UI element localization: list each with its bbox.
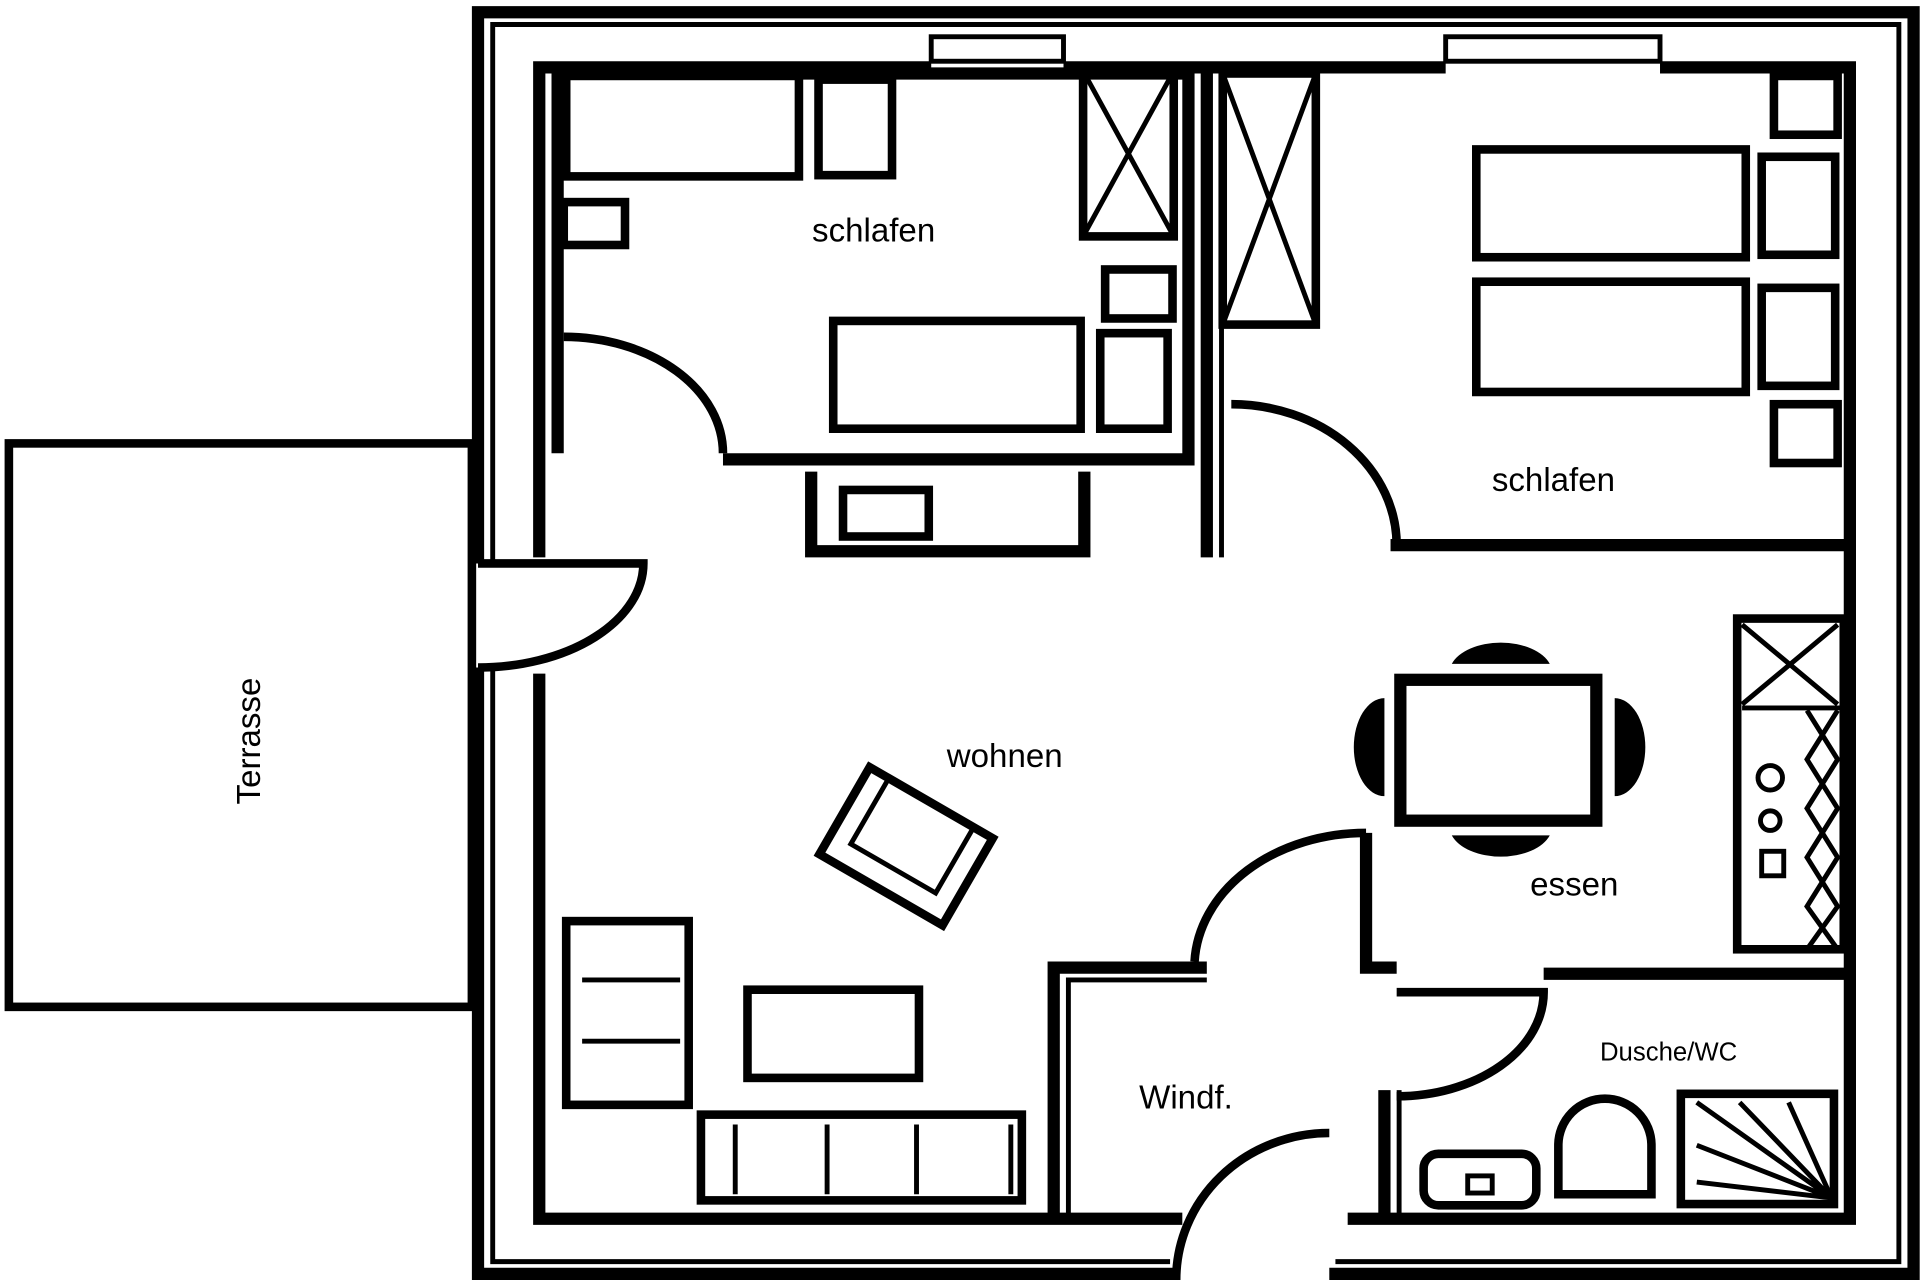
vestibule: Windf. <box>1047 828 1397 1280</box>
coffee-table <box>743 985 924 1083</box>
bed <box>1471 145 1751 262</box>
room-label-bedroom-1: schlafen <box>812 212 935 249</box>
room-label-dining: essen <box>1530 866 1618 903</box>
nightstand <box>1757 152 1840 260</box>
bed <box>828 316 1085 433</box>
bathroom: Dusche/WC <box>1378 967 1850 1219</box>
outer-walls <box>471 6 1920 1280</box>
living-area: wohnen <box>561 738 1063 1205</box>
desk <box>805 471 1091 558</box>
bedroom-2: schlafen <box>1200 69 1850 558</box>
armchair <box>813 761 999 932</box>
room-label-terrace: Terrasse <box>231 678 268 805</box>
sink <box>1419 1149 1541 1210</box>
toilet <box>1554 1094 1656 1199</box>
bedroom-2-door <box>1231 399 1401 546</box>
wardrobe <box>1218 69 1321 329</box>
dining-area: essen <box>1353 642 1646 903</box>
entrance-door <box>1171 1128 1330 1280</box>
bedroom-1-door <box>563 332 728 454</box>
room-label-living: wohnen <box>946 738 1063 775</box>
nightstand <box>1757 283 1840 391</box>
nightstand <box>1095 328 1172 433</box>
bed <box>1471 277 1751 397</box>
bed <box>561 71 804 181</box>
dining-table <box>1394 673 1603 827</box>
room-label-bathroom: Dusche/WC <box>1600 1039 1737 1067</box>
room-label-vestibule: Windf. <box>1139 1080 1233 1117</box>
wardrobe <box>1078 66 1179 241</box>
shower <box>1676 1089 1839 1209</box>
chair <box>838 485 934 541</box>
living-door <box>1190 828 1367 962</box>
terrace-door <box>478 559 648 672</box>
sofa <box>561 916 693 1110</box>
sofa <box>696 1110 1027 1205</box>
room-label-bedroom-2: schlafen <box>1492 462 1615 499</box>
nightstand <box>814 75 897 180</box>
bedroom-1: schlafen <box>551 66 1195 466</box>
bathroom-door <box>1396 987 1548 1101</box>
kitchen <box>1732 614 1849 954</box>
